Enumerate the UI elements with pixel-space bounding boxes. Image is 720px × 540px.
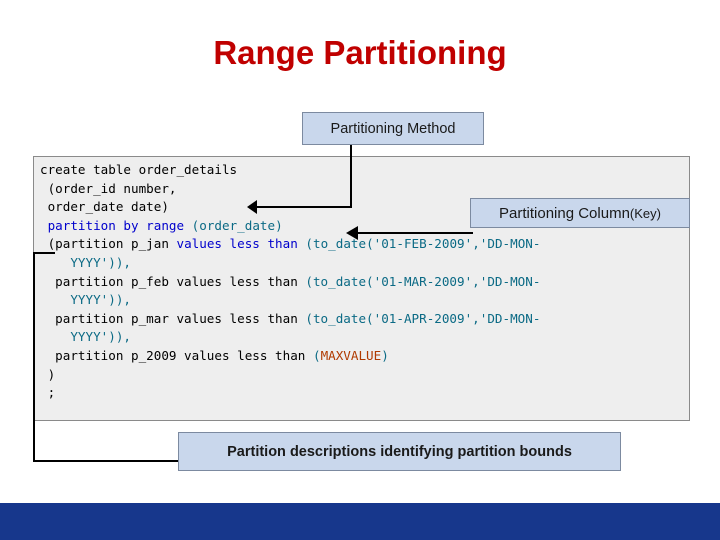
code-block: create table order_details (order_id num… [33, 156, 690, 421]
leader-line-bounds-bottom [33, 460, 179, 462]
arrow-head-column [346, 226, 358, 240]
callout-partition-bounds: Partition descriptions identifying parti… [178, 432, 621, 471]
footer-bar-fill [0, 503, 720, 540]
callout-partition-bounds-label: Partition descriptions identifying parti… [227, 443, 572, 460]
callout-partitioning-column-sublabel: (Key) [629, 205, 661, 221]
leader-line-method-vertical [350, 145, 352, 208]
leader-line-column-horizontal [358, 232, 473, 234]
callout-partitioning-column-label: Partitioning Column [499, 204, 630, 222]
footer-bar [0, 503, 720, 540]
leader-line-method-horizontal [255, 206, 352, 208]
leader-line-bounds-top [33, 252, 55, 254]
sql-code-text: create table order_details (order_id num… [40, 162, 541, 401]
callout-partitioning-method: Partitioning Method [302, 112, 484, 145]
callout-partitioning-column: Partitioning Column (Key) [470, 198, 690, 228]
page-title: Range Partitioning [213, 34, 507, 71]
arrow-head-method [247, 200, 257, 214]
leader-line-bounds-vertical [33, 252, 35, 462]
callout-partitioning-method-label: Partitioning Method [330, 120, 456, 137]
